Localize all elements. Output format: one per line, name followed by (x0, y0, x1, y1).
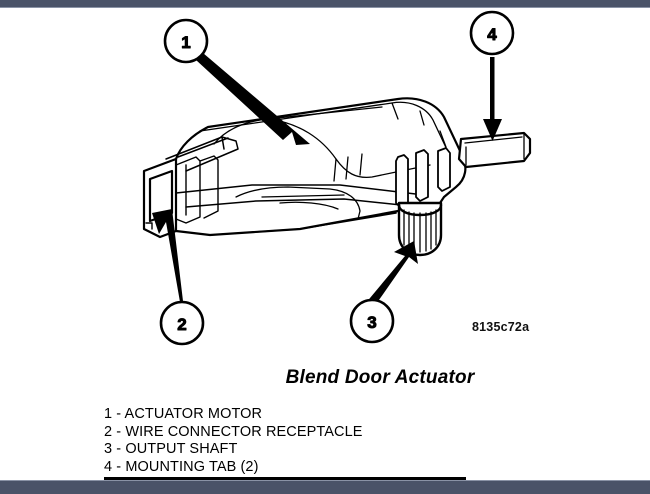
callout-4-marker (469, 10, 515, 56)
callout-1-number: 1 (181, 33, 190, 52)
legend-item-3: 3 - OUTPUT SHAFT (104, 441, 238, 457)
callout-4-number: 4 (487, 25, 497, 44)
figure-title: Blend Door Actuator (285, 367, 475, 388)
mounting-tab (457, 131, 532, 169)
callout-legend: 1 - ACTUATOR MOTOR 2 - WIRE CONNECTOR RE… (104, 406, 484, 476)
housing-bottom-edge (209, 212, 397, 236)
legend-divider-rule (104, 477, 466, 480)
bottom-border-band (0, 480, 650, 494)
callout-2-marker (159, 300, 205, 346)
callout-4-leader (483, 57, 502, 141)
callout-2-number: 2 (177, 315, 186, 334)
legend-item-4: 4 - MOUNTING TAB (2) (104, 458, 259, 475)
housing-right-rib (395, 147, 451, 208)
top-border-band (0, 0, 650, 8)
line-drawing-figure: 1 4 2 (0, 7, 650, 481)
mounting-tab-detail (464, 132, 525, 166)
receptacle-inner-detail (145, 155, 219, 230)
part-number-label: 8135c72a (472, 320, 530, 334)
connector-blades-detail (165, 136, 239, 172)
callout-2-leader (152, 209, 183, 302)
housing-mid-ridge (175, 184, 425, 208)
callout-3-marker (349, 298, 395, 344)
callout-1-leader (196, 53, 310, 145)
legend-item-1: 1 - ACTUATOR MOTOR (104, 406, 263, 422)
output-shaft-splines (403, 209, 437, 253)
callout-3-number: 3 (367, 313, 376, 332)
callout-3-leader (365, 241, 418, 310)
callout-1-marker (163, 18, 209, 64)
housing-lower-panel (235, 186, 361, 220)
legend-item-2: 2 - WIRE CONNECTOR RECEPTACLE (104, 423, 363, 440)
